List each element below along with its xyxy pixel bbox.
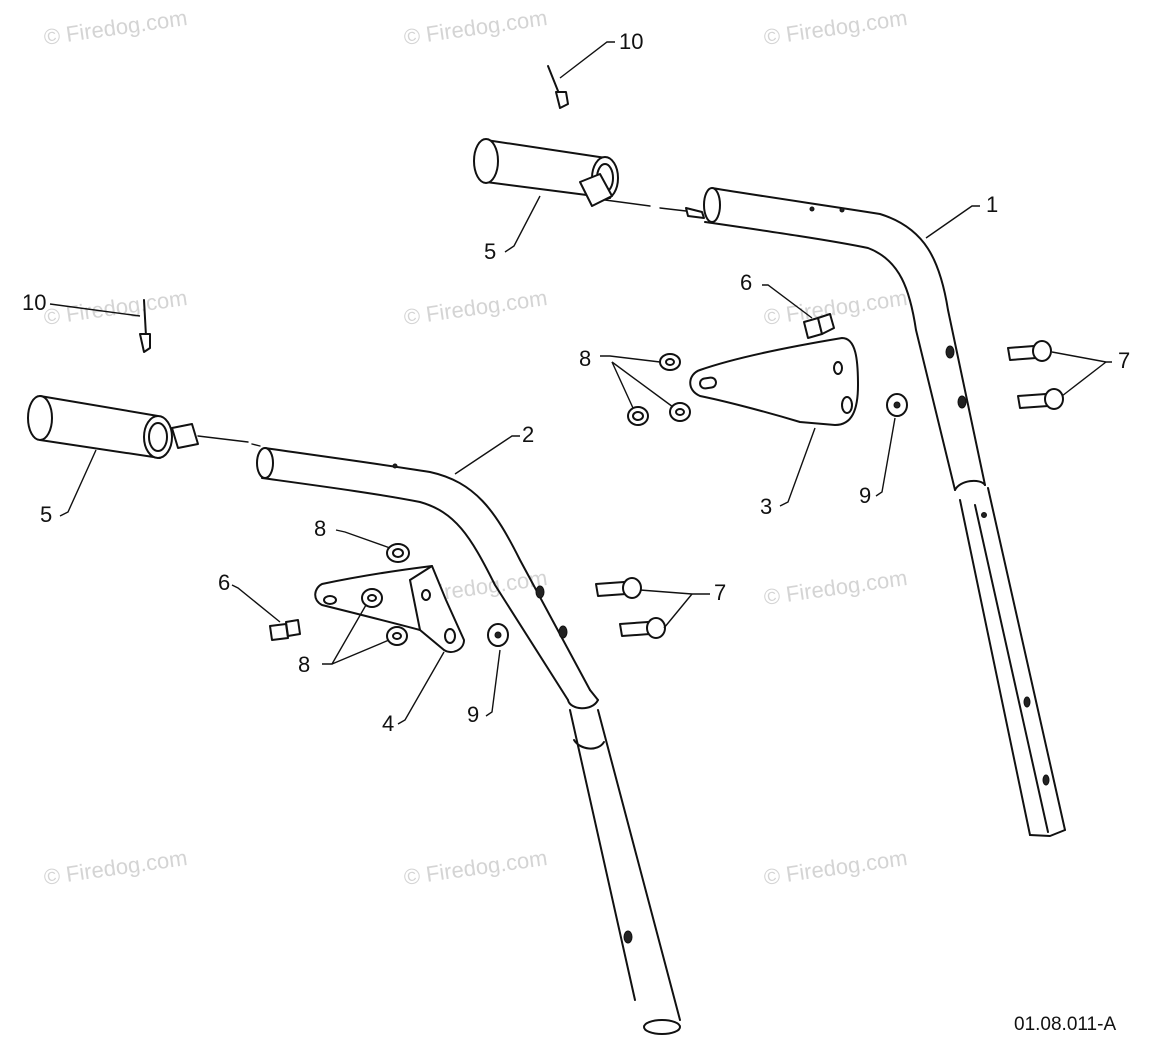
- callout-8-top: 8: [579, 346, 591, 371]
- watermark: © Firedog.com: [762, 845, 909, 890]
- upper-handle-right: [703, 187, 1066, 837]
- callout-8-left-bottom: 8: [298, 652, 310, 677]
- bolts-right: [1007, 340, 1064, 410]
- washer-right: [886, 393, 908, 417]
- callout-5-left: 5: [40, 502, 52, 527]
- callout-7-mid: 7: [714, 580, 726, 605]
- callout-8-left-top: 8: [314, 516, 326, 541]
- callout-1: 1: [986, 192, 998, 217]
- nuts-top: [627, 353, 691, 426]
- callout-2: 2: [522, 422, 534, 447]
- pin-left: [139, 299, 151, 353]
- pin-top: [547, 65, 569, 109]
- callout-9-left: 9: [467, 702, 479, 727]
- callout-10-left: 10: [22, 290, 46, 315]
- watermark: © Firedog.com: [762, 565, 909, 610]
- upper-handle-left: [256, 447, 681, 1035]
- callout-4: 4: [382, 711, 394, 736]
- washer-left: [487, 623, 509, 647]
- leader-lines: [49, 41, 1112, 725]
- watermark: © Firedog.com: [762, 285, 909, 330]
- bracket-left: [314, 565, 465, 653]
- grip-top: [473, 138, 705, 219]
- callout-6-top: 6: [740, 270, 752, 295]
- watermark: © Firedog.com: [42, 845, 189, 890]
- watermark-layer: © Firedog.com © Firedog.com © Firedog.co…: [42, 5, 909, 890]
- callouts: 10 5 1 6 8 7 3 9 10 5 2 8 6 8 4 9 7: [22, 29, 1130, 736]
- callout-10-top: 10: [619, 29, 643, 54]
- watermark: © Firedog.com: [402, 5, 549, 50]
- nuts-left: [361, 543, 410, 646]
- callout-5-top: 5: [484, 239, 496, 264]
- bolts-mid: [595, 577, 666, 639]
- watermark: © Firedog.com: [42, 285, 189, 330]
- drawing-code: 01.08.011-A: [1014, 1014, 1116, 1035]
- watermark: © Firedog.com: [402, 285, 549, 330]
- watermark: © Firedog.com: [402, 845, 549, 890]
- bolt-top: [803, 313, 835, 339]
- bolt-left: [269, 619, 301, 641]
- callout-3: 3: [760, 494, 772, 519]
- grip-left: [27, 395, 261, 459]
- callout-9-right: 9: [859, 483, 871, 508]
- callout-7-right: 7: [1118, 348, 1130, 373]
- bracket-right: [689, 337, 859, 426]
- watermark: © Firedog.com: [42, 5, 189, 50]
- callout-6-left: 6: [218, 570, 230, 595]
- watermark: © Firedog.com: [762, 5, 909, 50]
